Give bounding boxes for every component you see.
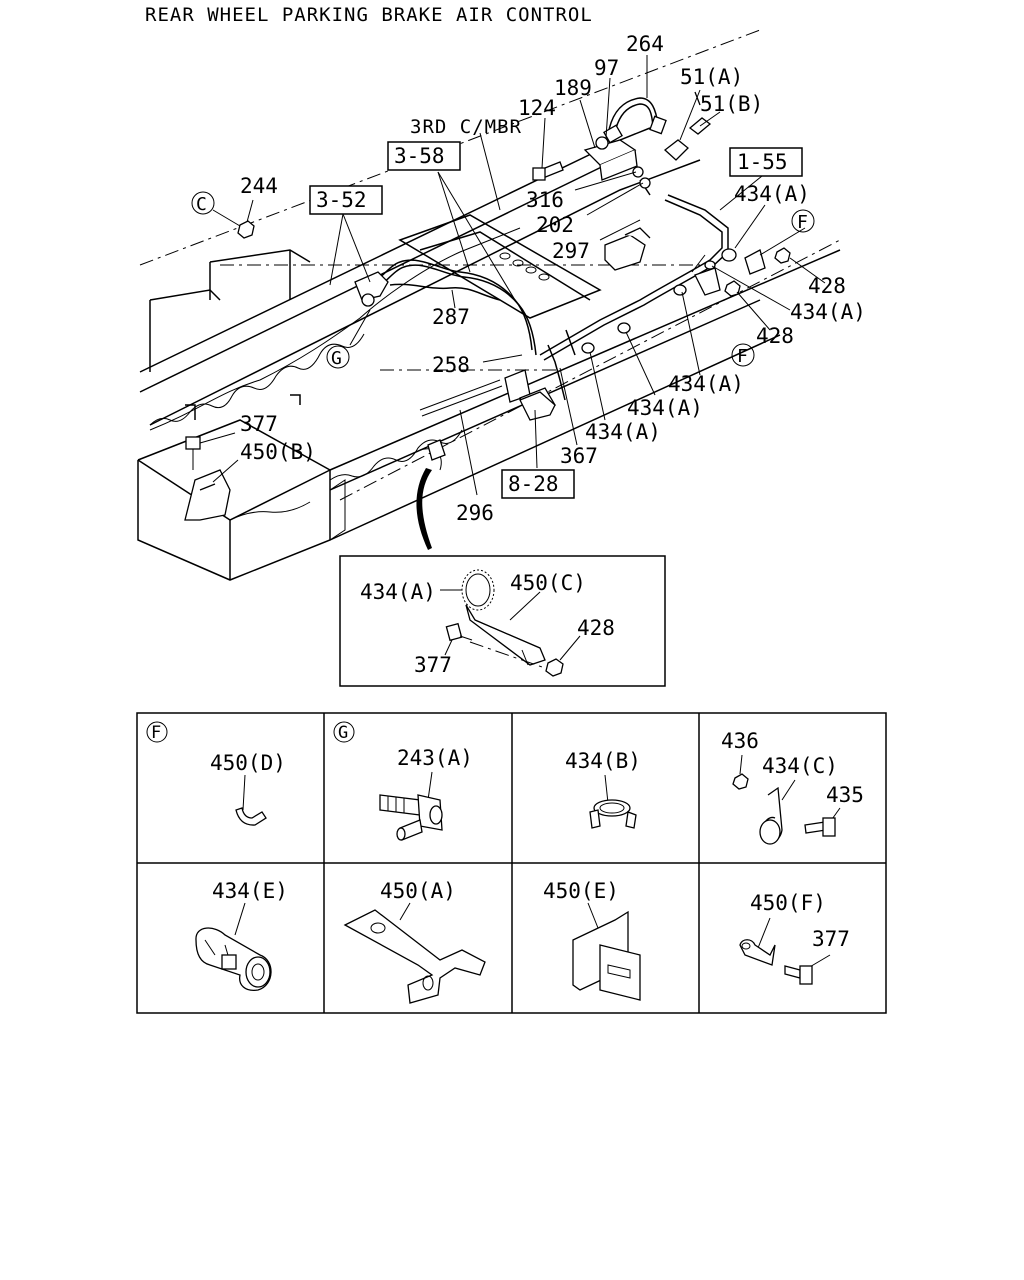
grid-cell-8-label-450f: 450(F) (750, 891, 826, 915)
inset-detail: 434(A) 450(C) 428 377 (339, 555, 666, 687)
grid-cell-2-label: 243(A) (397, 746, 473, 770)
circled-f-1: F (797, 212, 808, 233)
grid-cell-6-label: 450(A) (380, 879, 456, 903)
inset-label-428: 428 (577, 616, 615, 640)
grid-cell-7-label: 450(E) (543, 879, 619, 903)
grid-cell-2-tag: G (338, 723, 348, 743)
label-377: 377 (240, 412, 278, 436)
grid-cell-8-label-377: 377 (812, 927, 850, 951)
ref-box-1-55: 1-55 (737, 150, 788, 174)
leader-lines (199, 55, 826, 550)
label-97: 97 (594, 56, 619, 80)
label-264: 264 (626, 32, 664, 56)
inset-label-377: 377 (414, 653, 452, 677)
label-434a-4: 434(A) (627, 396, 703, 420)
label-258: 258 (432, 353, 470, 377)
inset-label-434a: 434(A) (360, 580, 436, 604)
label-297: 297 (552, 239, 590, 263)
label-244: 244 (240, 174, 278, 198)
label-450b: 450(B) (240, 440, 316, 464)
ref-box-3-58: 3-58 (394, 144, 445, 168)
label-434a-3: 434(A) (668, 372, 744, 396)
circled-c: C (196, 194, 207, 215)
part-labels: 264 97 189 124 51(A) 51(B) 3RD C/MBR 3-5… (191, 32, 866, 525)
label-189: 189 (554, 76, 592, 100)
label-202: 202 (536, 213, 574, 237)
grid-cell-4-label-436: 436 (721, 729, 759, 753)
label-296: 296 (456, 501, 494, 525)
grid-cell-1-tag: F (151, 723, 161, 743)
label-287: 287 (432, 305, 470, 329)
label-367: 367 (560, 444, 598, 468)
label-3rd-cmbr: 3RD C/MBR (410, 116, 522, 138)
label-51a: 51(A) (680, 65, 743, 89)
grid-cell-4-label-435: 435 (826, 783, 864, 807)
circled-f-2: F (737, 346, 748, 367)
label-434a-2: 434(A) (790, 300, 866, 324)
label-428-1: 428 (808, 274, 846, 298)
grid-cell-3-label: 434(B) (565, 749, 641, 773)
parts-grid: F 450(D) G 243(A) 434(B) 436 434(C) 435 (136, 712, 887, 1014)
ref-box-3-52: 3-52 (316, 188, 367, 212)
label-434a-1: 434(A) (734, 182, 810, 206)
circled-g: G (331, 348, 342, 369)
label-434a-5: 434(A) (585, 420, 661, 444)
components (184, 91, 791, 521)
label-51b: 51(B) (700, 92, 763, 116)
inset-label-450c: 450(C) (510, 571, 586, 595)
label-428-2: 428 (756, 324, 794, 348)
grid-cell-4-label-434c: 434(C) (762, 754, 838, 778)
diagram-title: REAR WHEEL PARKING BRAKE AIR CONTROL (145, 4, 593, 26)
ref-box-8-28: 8-28 (508, 472, 559, 496)
grid-cell-5-label: 434(E) (212, 879, 288, 903)
grid-cell-1-label: 450(D) (210, 751, 286, 775)
label-124: 124 (518, 96, 556, 120)
label-316: 316 (526, 188, 564, 212)
